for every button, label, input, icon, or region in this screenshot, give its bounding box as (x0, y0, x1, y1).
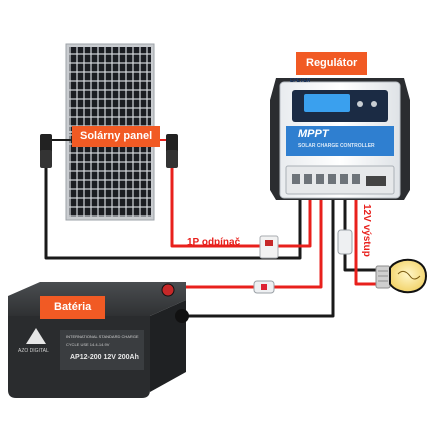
mc4-connector-left (40, 134, 52, 168)
fuse-to-regulator-wire (270, 194, 323, 289)
battery-terminal-positive (161, 283, 175, 297)
load-fuse (337, 229, 353, 255)
regulator-mppt-text: MPPT (298, 128, 329, 140)
battery-spec-line1: INTERNATIONAL STANDARD CHARGE (66, 334, 139, 339)
light-bulb (375, 258, 428, 294)
breaker-label: 1P odpínač (187, 237, 241, 248)
breaker-to-regulator-wire (274, 194, 312, 248)
solar-positive-wire (170, 148, 264, 248)
regulator-label: Regulátor (296, 52, 368, 75)
regulator-button-right (371, 101, 377, 107)
charge-controller (270, 78, 410, 200)
output-label: 12V výstup (361, 204, 372, 257)
fuse (253, 280, 275, 294)
battery-terminal-negative (175, 309, 189, 323)
battery-negative-wire (180, 194, 335, 318)
battery-logo-icon (26, 328, 46, 344)
breaker-device (259, 235, 279, 259)
battery-spec-line2: CYCLE USE 14.4-14.9V (66, 342, 110, 347)
battery-label: Batéria (40, 296, 106, 319)
solar-panel-label: Solárny panel (72, 126, 161, 147)
solar-negative-wire (44, 148, 302, 260)
regulator-subtitle-text: SOLAR CHARGE CONTROLLER (298, 143, 375, 149)
mc4-connector-right (166, 134, 178, 168)
battery-model-text: AP12-200 12V 200Ah (70, 354, 139, 361)
regulator-brand-text: EPEVER (290, 78, 311, 84)
battery-brand-text: AZO DIGITAL (18, 348, 49, 354)
regulator-button-left (357, 101, 363, 107)
load-positive-wire (354, 194, 380, 286)
wires (44, 139, 380, 318)
load-negative-wire-2 (343, 250, 380, 272)
